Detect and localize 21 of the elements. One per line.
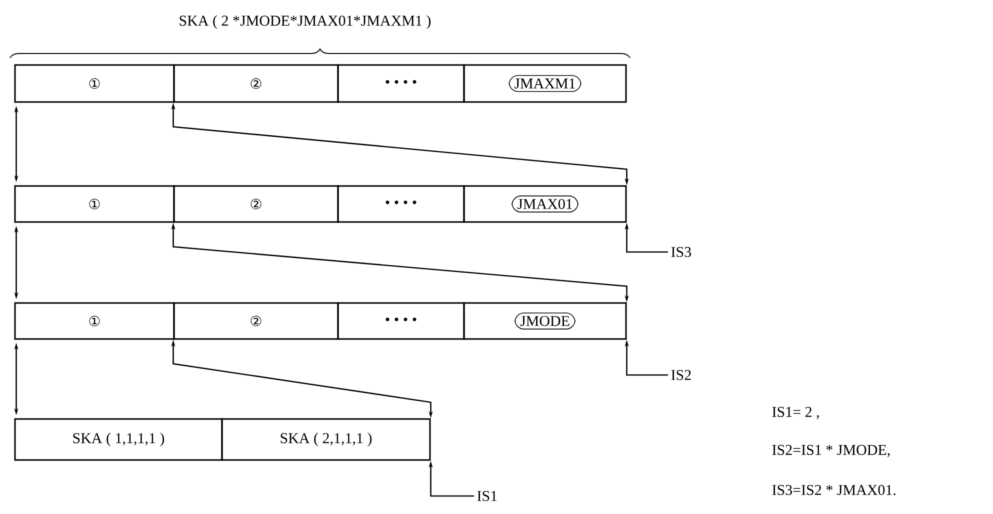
memory-cell: • • • • bbox=[337, 64, 465, 103]
memory-cell: ② bbox=[173, 302, 339, 340]
memory-cell: JMAXM1 bbox=[463, 64, 627, 103]
pointer-label: IS1 bbox=[477, 490, 497, 502]
memory-cell: • • • • bbox=[337, 302, 465, 340]
memory-cell: SKA ( 2,1,1,1 ) bbox=[221, 418, 431, 461]
memory-cell: SKA ( 1,1,1,1 ) bbox=[14, 418, 223, 461]
memory-cell: ① bbox=[14, 64, 175, 103]
memory-cell: ① bbox=[14, 302, 175, 340]
formula-text: SKA ( 2 *JMODE*JMAX01*JMAXM1 ) bbox=[180, 15, 431, 29]
formula-text: IS1= 2 , bbox=[772, 406, 819, 420]
memory-cell: • • • • bbox=[337, 185, 465, 223]
memory-cell: ② bbox=[173, 64, 339, 103]
formula-text: IS3=IS2 * JMAX01. bbox=[772, 484, 896, 496]
formula-text: IS2=IS1 * JMODE, bbox=[772, 444, 890, 458]
memory-cell: JMODE bbox=[463, 302, 627, 340]
memory-cell: ① bbox=[14, 185, 175, 223]
pointer-label: IS3 bbox=[671, 246, 691, 258]
pointer-label: IS2 bbox=[671, 370, 691, 380]
memory-cell: ② bbox=[173, 185, 339, 223]
memory-cell: JMAX01 bbox=[463, 185, 627, 223]
